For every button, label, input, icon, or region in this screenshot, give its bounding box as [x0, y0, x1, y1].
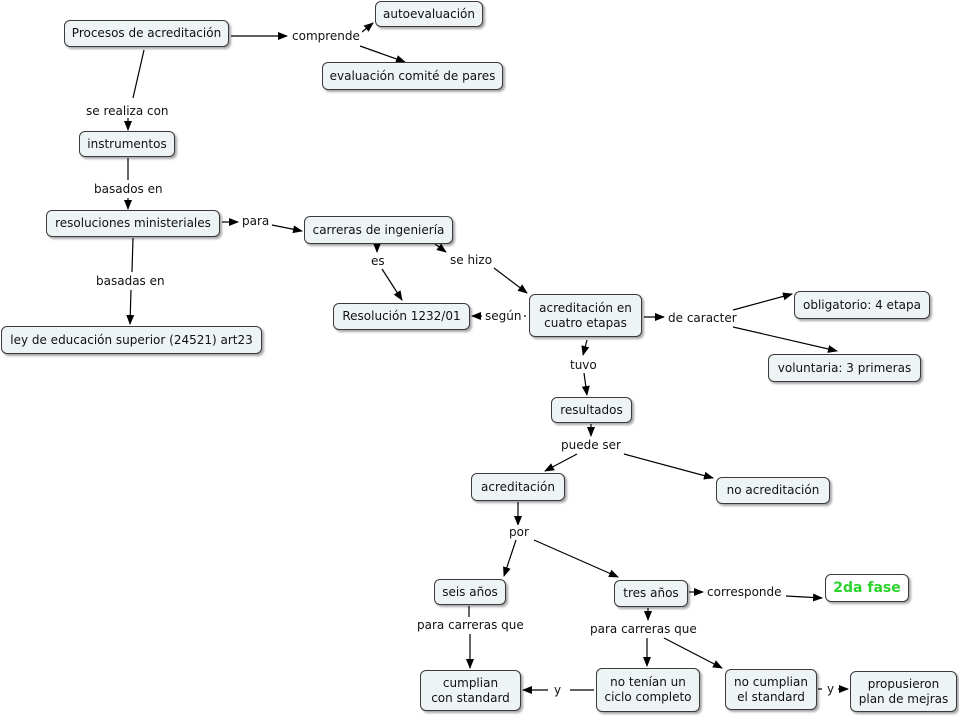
link-se-hizo: se hizo — [448, 253, 495, 267]
link-segun: según — [483, 309, 524, 323]
concept-acreditacion-en-cuatro-etapas[interactable]: acreditación en cuatro etapas — [529, 294, 642, 337]
concept-acreditacion[interactable]: acreditación — [471, 473, 565, 501]
edge — [361, 22, 374, 33]
concept-voluntaria-3-primeras[interactable]: voluntaria: 3 primeras — [768, 354, 921, 382]
concept-no-tenian-un-ciclo-completo[interactable]: no tenían un ciclo completo — [596, 668, 700, 712]
concept-no-cumplian-el-standard[interactable]: no cumplian el standard — [725, 669, 817, 710]
link-de-caracter: de caracter — [666, 311, 739, 325]
edge — [732, 326, 838, 353]
link-basados-en: basados en — [92, 182, 165, 196]
edge — [131, 237, 134, 273]
link-y-1: y — [552, 683, 564, 697]
concept-resoluciones-ministeriales[interactable]: resoluciones ministeriales — [46, 210, 220, 237]
edge — [132, 49, 145, 99]
concept-obligatorio-4-etapa[interactable]: obligatorio: 4 etapa — [794, 291, 930, 319]
edge — [732, 292, 793, 311]
edge — [623, 453, 714, 480]
edge — [271, 224, 303, 234]
concept-propusieron-plan-de-mejras[interactable]: propusieron plan de mejras — [850, 671, 957, 712]
edge — [126, 289, 135, 325]
edge — [493, 267, 528, 294]
edge — [533, 539, 619, 578]
concept-procesos-de-acreditacion[interactable]: Procesos de acreditación — [64, 20, 229, 47]
edge — [434, 243, 447, 253]
link-basadas-en: basadas en — [94, 274, 167, 288]
link-puede-ser: puede ser — [559, 438, 623, 452]
link-para: para — [240, 214, 272, 228]
concept-evaluacion-comite-de-pares[interactable]: evaluación comité de pares — [322, 62, 503, 90]
edge — [381, 268, 403, 301]
concept-no-acreditacion[interactable]: no acreditación — [716, 477, 830, 504]
link-para-carreras-que-2: para carreras que — [588, 622, 699, 636]
concept-seis-anos[interactable]: seis años — [434, 579, 506, 605]
concept-cumplian-con-standard[interactable]: cumplian con standard — [420, 670, 521, 711]
concept-resultados[interactable]: resultados — [551, 397, 632, 423]
concept-instrumentos[interactable]: instrumentos — [79, 131, 175, 157]
link-se-realiza-con: se realiza con — [84, 104, 171, 118]
concept-carreras-de-ingenieria[interactable]: carreras de ingeniería — [304, 216, 453, 244]
link-para-carreras-que-1: para carreras que — [415, 618, 526, 632]
link-por: por — [507, 525, 531, 539]
link-es: es — [369, 254, 387, 268]
concept-2da-fase[interactable]: 2da fase — [825, 574, 909, 602]
link-tuvo: tuvo — [568, 358, 599, 372]
concept-ley-de-educacion-superior[interactable]: ley de educación superior (24521) art23 — [1, 326, 262, 354]
concept-tres-anos[interactable]: tres años — [614, 580, 688, 607]
edge — [663, 637, 723, 669]
edge — [785, 593, 823, 602]
concept-resolucion-1232-01[interactable]: Resolución 1232/01 — [333, 303, 470, 330]
edge — [581, 339, 590, 356]
edge — [581, 372, 590, 396]
edge — [503, 539, 517, 577]
edge — [544, 453, 578, 472]
concept-autoevaluacion[interactable]: autoevaluación — [375, 1, 483, 27]
link-comprende: comprende — [290, 29, 362, 43]
link-corresponde: corresponde — [705, 585, 784, 599]
link-y-2: y — [825, 682, 837, 696]
edge — [359, 45, 406, 63]
